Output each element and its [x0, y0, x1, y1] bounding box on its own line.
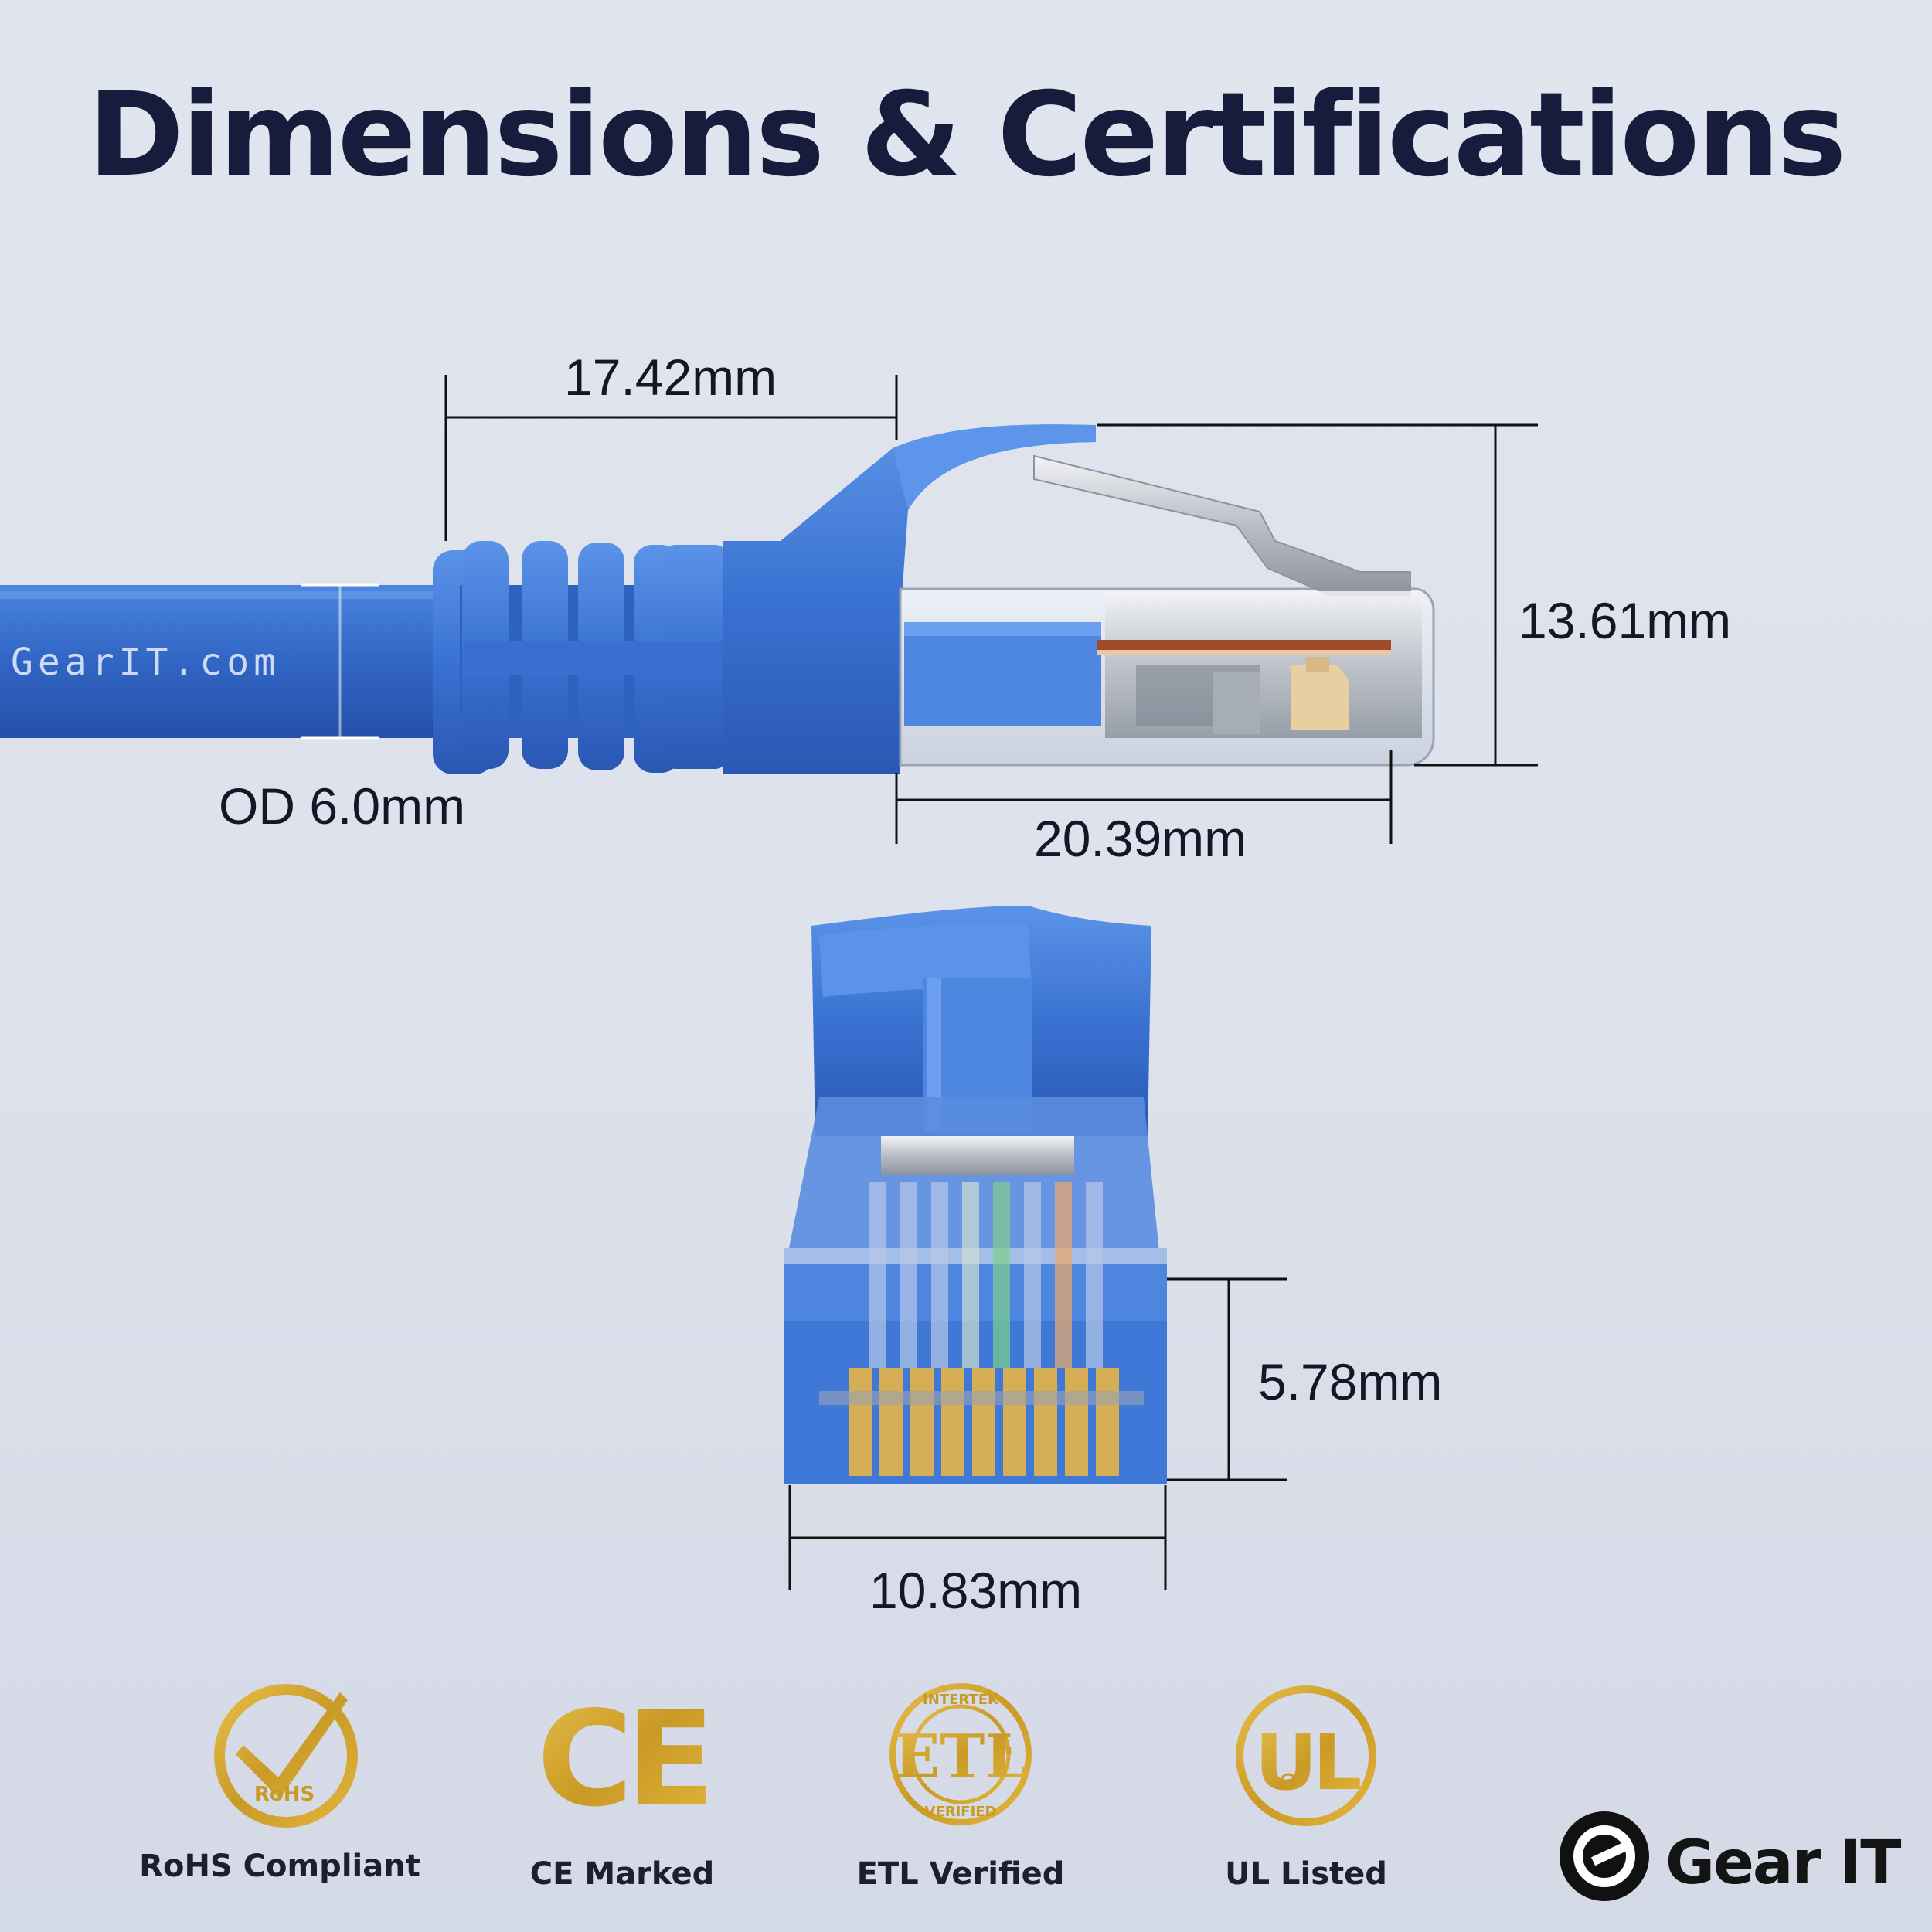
etl-icon: INTERTEK ETL CM VERIFIED: [889, 1683, 1032, 1825]
cert-label-ce: CE Marked: [529, 1856, 715, 1892]
svg-text:UL: UL: [1255, 1717, 1360, 1808]
svg-text:INTERTEK: INTERTEK: [923, 1692, 999, 1708]
boot-hood: [723, 424, 1096, 774]
dim-front-height: 5.78mm: [1258, 1353, 1443, 1410]
conductor-channels: [869, 1182, 1103, 1368]
cert-label-ul: UL Listed: [1225, 1856, 1387, 1892]
svg-text:ETL: ETL: [894, 1722, 1027, 1792]
dim-plug-height: 13.61mm: [1519, 592, 1732, 649]
front-view-plug: [784, 906, 1287, 1590]
dim-front-width: 10.83mm: [869, 1562, 1083, 1619]
svg-text:CE: CE: [537, 1683, 708, 1836]
cert-label-etl: ETL Verified: [856, 1856, 1065, 1892]
svg-text:RoHS: RoHS: [254, 1783, 315, 1806]
cable: [0, 585, 471, 738]
rohs-icon: RoHS: [214, 1684, 358, 1828]
brand-name: Gear IT: [1665, 1828, 1901, 1898]
gearit-logo-icon: [1560, 1811, 1649, 1901]
svg-text:VERIFIED: VERIFIED: [924, 1804, 996, 1820]
page-title: Dimensions & Certifications: [87, 68, 1847, 202]
ce-icon: CE: [537, 1683, 716, 1836]
cable-print-text: GearIT.com: [11, 641, 281, 684]
side-view-plug: GearIT.com: [0, 375, 1538, 844]
clear-plug-housing: [899, 454, 1435, 767]
dim-plug-length: 20.39mm: [1034, 810, 1247, 867]
svg-text:CM: CM: [998, 1746, 1012, 1757]
cert-label-rohs: RoHS Compliant: [139, 1849, 420, 1884]
dim-outer-diameter: OD 6.0mm: [219, 777, 466, 835]
dim-boot-length: 17.42mm: [564, 349, 777, 406]
gold-pins: [849, 1368, 1119, 1476]
ul-icon: UL: [1236, 1685, 1376, 1826]
strain-relief-boot: [433, 541, 726, 774]
